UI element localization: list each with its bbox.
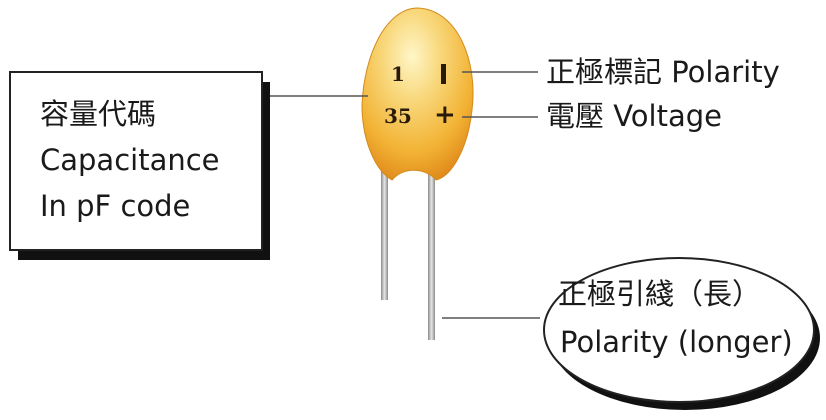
capacitance-box-line3: In pF code — [40, 189, 191, 223]
polarity-mark-label: 正極標記 Polarity — [546, 55, 780, 89]
negative-lead — [381, 170, 388, 300]
polarity-stripe — [441, 64, 446, 84]
polarity-plus-symbol: + — [434, 100, 456, 130]
capacitance-box-line1: 容量代碼 — [40, 97, 157, 131]
lead-ellipse — [543, 257, 815, 403]
capacitance-box-line2: Capacitance — [40, 143, 220, 177]
voltage-value: 35 — [384, 104, 412, 128]
voltage-label: 電壓 Voltage — [546, 99, 722, 133]
lead-ellipse-line1: 正極引綫（長） — [558, 277, 762, 311]
capacitance-code-value: 1 — [391, 62, 405, 86]
lead-ellipse-line2: Polarity (longer) — [560, 325, 793, 359]
positive-lead — [428, 170, 435, 340]
capacitor-body — [361, 7, 474, 181]
capacitance-box — [9, 71, 263, 251]
